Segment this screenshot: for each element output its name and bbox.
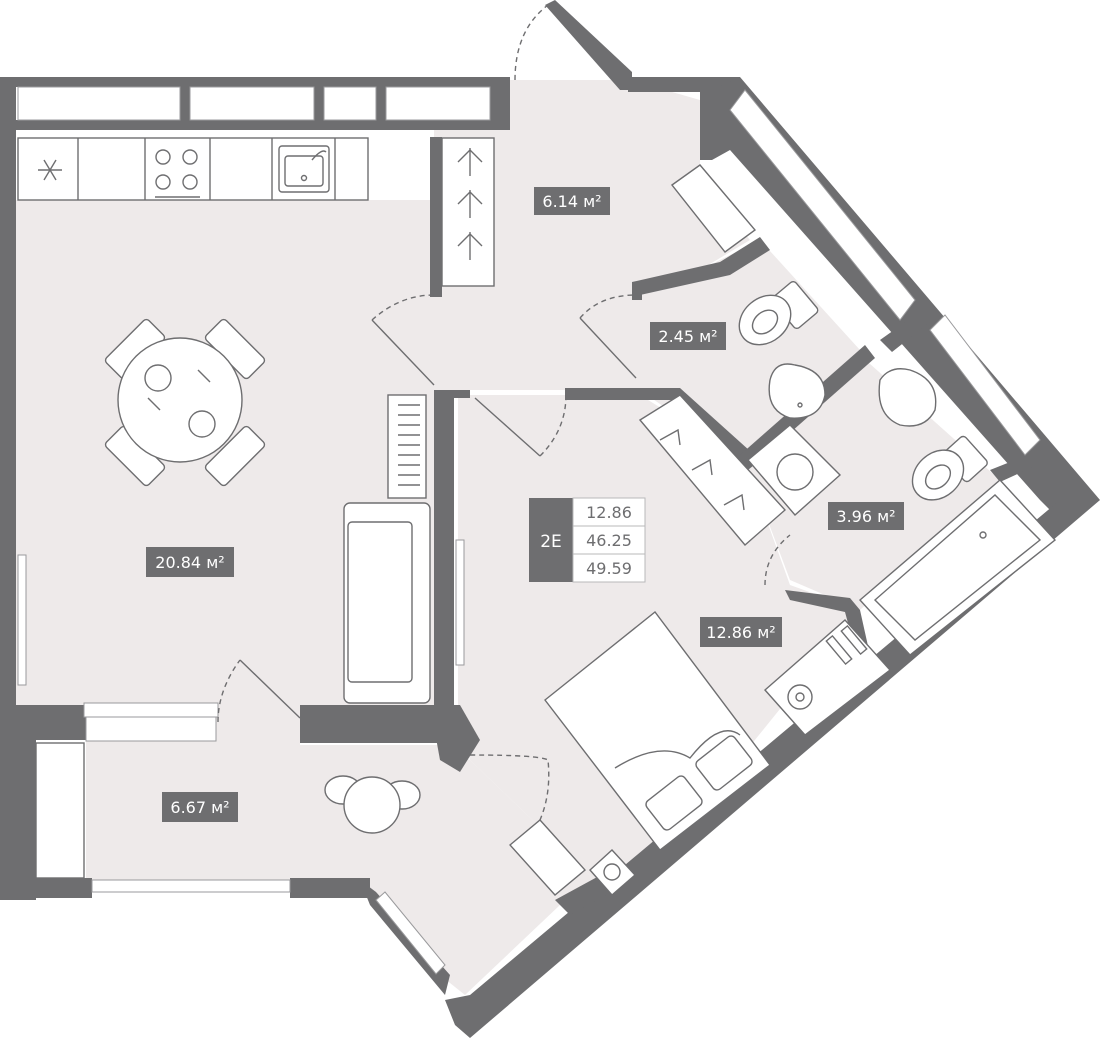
window (455, 539, 465, 666)
bath-toilet-icon (911, 435, 988, 501)
hall-shelf (670, 164, 757, 253)
bathroom-floor (745, 355, 1000, 610)
wall (180, 77, 190, 130)
wall (434, 390, 454, 730)
unit-badge: 2E 12.86 46.25 49.59 (529, 497, 646, 583)
bed-icon (544, 611, 771, 851)
sofa-icon (343, 502, 431, 704)
wall (990, 450, 1048, 482)
wall (314, 77, 324, 130)
toilet-door-swing (579, 294, 637, 319)
snowflake-icon (38, 159, 62, 181)
loggia-shelf (508, 819, 587, 896)
wall (785, 590, 870, 660)
unit-value-box (572, 525, 646, 555)
window (375, 891, 446, 975)
svg-text:3.96 м²: 3.96 м² (836, 507, 895, 526)
wall (632, 282, 642, 300)
round-table-icon (324, 775, 421, 834)
room-label-toilet: 2.45 м² (650, 322, 726, 350)
window (729, 89, 916, 321)
window (323, 86, 377, 121)
unit-code-box (529, 498, 573, 582)
window (929, 314, 1041, 456)
unit-value-box (572, 553, 646, 583)
toilet-door-leaf (579, 317, 637, 379)
room-label-hallway: 6.14 м² (534, 187, 610, 215)
wall (300, 705, 450, 743)
svg-text:6.14 м²: 6.14 м² (542, 192, 601, 211)
dresser-icon (764, 619, 892, 736)
wall (0, 120, 510, 130)
bedroom-loggia-door-swing (469, 754, 550, 831)
furniture (17, 137, 1057, 896)
unit-value-box (572, 497, 646, 527)
unit-living-area: 12.86 (586, 503, 632, 522)
bathtub-icon (858, 479, 1057, 656)
unit-code: 2E (540, 532, 562, 552)
svg-text:20.84 м²: 20.84 м² (155, 553, 224, 572)
wall (880, 308, 935, 352)
loggia-door-leaf (239, 659, 301, 719)
boiler-icon (589, 849, 637, 896)
wall (0, 878, 92, 898)
wall (545, 0, 632, 90)
windows (17, 86, 1041, 975)
window (385, 86, 491, 121)
bath-washbasin-icon (878, 368, 937, 427)
wall (0, 77, 510, 87)
room-labels: 20.84 м² 6.14 м² 2.45 м² 3.96 м² 12.86 м… (146, 187, 904, 822)
svg-text:6.67 м²: 6.67 м² (170, 798, 229, 817)
entrance-door-swing (514, 4, 549, 81)
window (83, 702, 219, 718)
wall (0, 77, 16, 705)
wall (632, 237, 770, 295)
window (17, 86, 181, 121)
window (17, 554, 27, 686)
unit-area: 46.25 (586, 531, 632, 550)
wall (430, 705, 480, 772)
radiator-icon (387, 394, 427, 499)
wall (490, 77, 510, 130)
window (189, 86, 315, 121)
washing-machine-icon (747, 424, 842, 516)
wall (0, 740, 36, 900)
unit-total-area: 49.59 (586, 559, 632, 578)
entrance-door-leaf (547, 4, 629, 76)
washbasin-icon (768, 363, 826, 419)
room-label-bathroom: 3.96 м² (828, 502, 904, 530)
bathroom-door-swing (764, 534, 791, 586)
dining-table-icon (104, 318, 266, 487)
window (85, 716, 217, 742)
doors (217, 4, 791, 831)
hall-wardrobe-icon (441, 137, 495, 287)
room-label-loggia: 6.67 м² (162, 792, 238, 822)
svg-text:12.86 м²: 12.86 м² (706, 623, 775, 642)
wall (290, 878, 370, 898)
bedroom-wardrobe-icon (638, 394, 786, 546)
window (91, 879, 291, 893)
sink-icon (278, 145, 330, 193)
loggia-cabinet (35, 742, 85, 879)
wall (430, 137, 442, 297)
svg-text:2.45 м²: 2.45 м² (658, 327, 717, 346)
wall (0, 705, 86, 740)
kitchen-door-leaf (371, 319, 435, 386)
bedroom-door-leaf (474, 397, 541, 457)
toilet-icon (738, 280, 819, 346)
stove-icon (155, 149, 200, 198)
room-label-bedroom: 12.86 м² (700, 617, 782, 647)
loggia-floor (86, 705, 600, 995)
wall (376, 77, 386, 130)
hallway-floor (434, 80, 750, 390)
room-label-kitchen-living: 20.84 м² (146, 547, 234, 577)
